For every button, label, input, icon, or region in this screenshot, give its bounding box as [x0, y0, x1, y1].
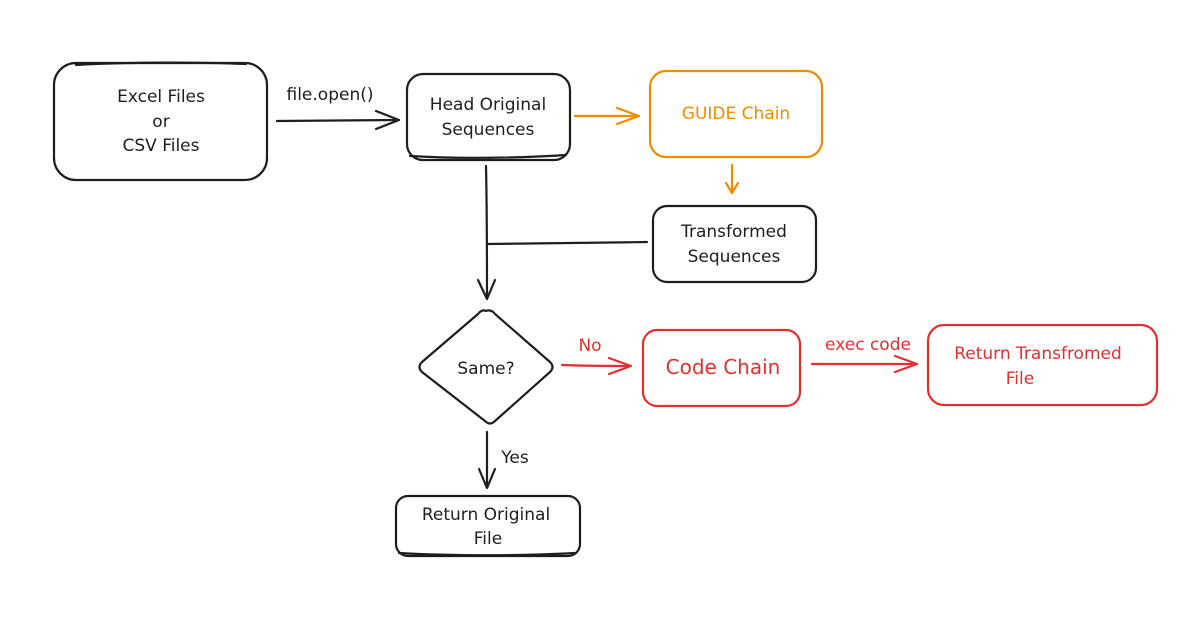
node-guide-chain-label: GUIDE Chain: [682, 104, 790, 124]
node-input-files-label-3: CSV Files: [123, 136, 200, 156]
node-return-original-sketch-line: [397, 551, 578, 557]
edge-transformed-merge-line: [485, 240, 649, 246]
node-transformed-sequences[interactable]: Transformed Sequences: [651, 204, 818, 284]
node-input-files[interactable]: Excel Files or CSV Files: [52, 61, 269, 182]
edge-open-file-arrowhead: [374, 109, 401, 131]
node-head-original-sketch-line: [408, 153, 568, 159]
edge-to-guide-chain-arrowhead: [615, 106, 641, 126]
edge-open-file-label: file.open(): [287, 85, 374, 105]
edge-guide-to-transformed-arrowhead: [724, 181, 740, 195]
edge-exec-code: exec code: [810, 335, 919, 374]
node-guide-chain[interactable]: GUIDE Chain: [648, 69, 824, 159]
edge-no-branch-line: [560, 363, 632, 368]
edge-open-file: file.open(): [275, 85, 401, 131]
node-input-files-label-2: or: [152, 112, 169, 132]
edge-no-branch-label: No: [578, 336, 601, 356]
node-return-transformed-box: [926, 323, 1159, 407]
node-decision-label: Same?: [457, 359, 514, 379]
node-return-original-label-2: File: [474, 529, 502, 549]
node-head-original[interactable]: Head Original Sequences: [405, 72, 572, 162]
edge-yes-branch-arrowhead: [477, 467, 497, 490]
node-input-files-label-1: Excel Files: [117, 87, 205, 107]
node-return-original-label-1: Return Original: [422, 505, 550, 525]
node-return-original[interactable]: Return Original File: [394, 494, 582, 558]
edge-exec-code-arrowhead: [893, 354, 919, 374]
node-return-transformed-label-1: Return Transfromed: [954, 344, 1122, 364]
edge-head-to-decision-arrowhead: [476, 278, 497, 301]
node-return-transformed[interactable]: Return Transfromed File: [926, 323, 1159, 407]
edge-exec-code-label: exec code: [825, 335, 911, 355]
edge-yes-branch: Yes: [477, 430, 529, 490]
node-head-original-label-1: Head Original: [430, 95, 546, 115]
node-code-chain-label: Code Chain: [666, 355, 781, 379]
edge-open-file-line: [275, 118, 400, 123]
node-return-transformed-label-2: File: [1006, 369, 1034, 389]
node-guide-chain-box: [648, 69, 824, 159]
node-decision-diamond: [418, 309, 554, 425]
edge-to-guide-chain: [573, 106, 641, 126]
edge-head-to-decision: [476, 164, 497, 301]
node-code-chain[interactable]: Code Chain: [641, 328, 802, 408]
edge-guide-to-transformed: [724, 163, 740, 195]
edge-transformed-merge: [485, 240, 649, 246]
edge-no-branch-arrowhead: [607, 356, 633, 376]
node-transformed-sequences-box: [651, 204, 818, 284]
node-head-original-label-2: Sequences: [442, 120, 535, 140]
edge-no-branch: No: [560, 336, 633, 376]
edge-head-to-decision-line: [484, 164, 489, 300]
node-transformed-sequences-label-2: Sequences: [688, 247, 781, 267]
node-input-files-sketch-line: [74, 61, 248, 67]
edge-yes-branch-label: Yes: [500, 448, 529, 468]
node-head-original-box: [405, 72, 572, 162]
node-transformed-sequences-label-1: Transformed: [680, 222, 787, 242]
node-decision-same[interactable]: Same?: [418, 309, 554, 425]
node-code-chain-box: [641, 328, 802, 408]
